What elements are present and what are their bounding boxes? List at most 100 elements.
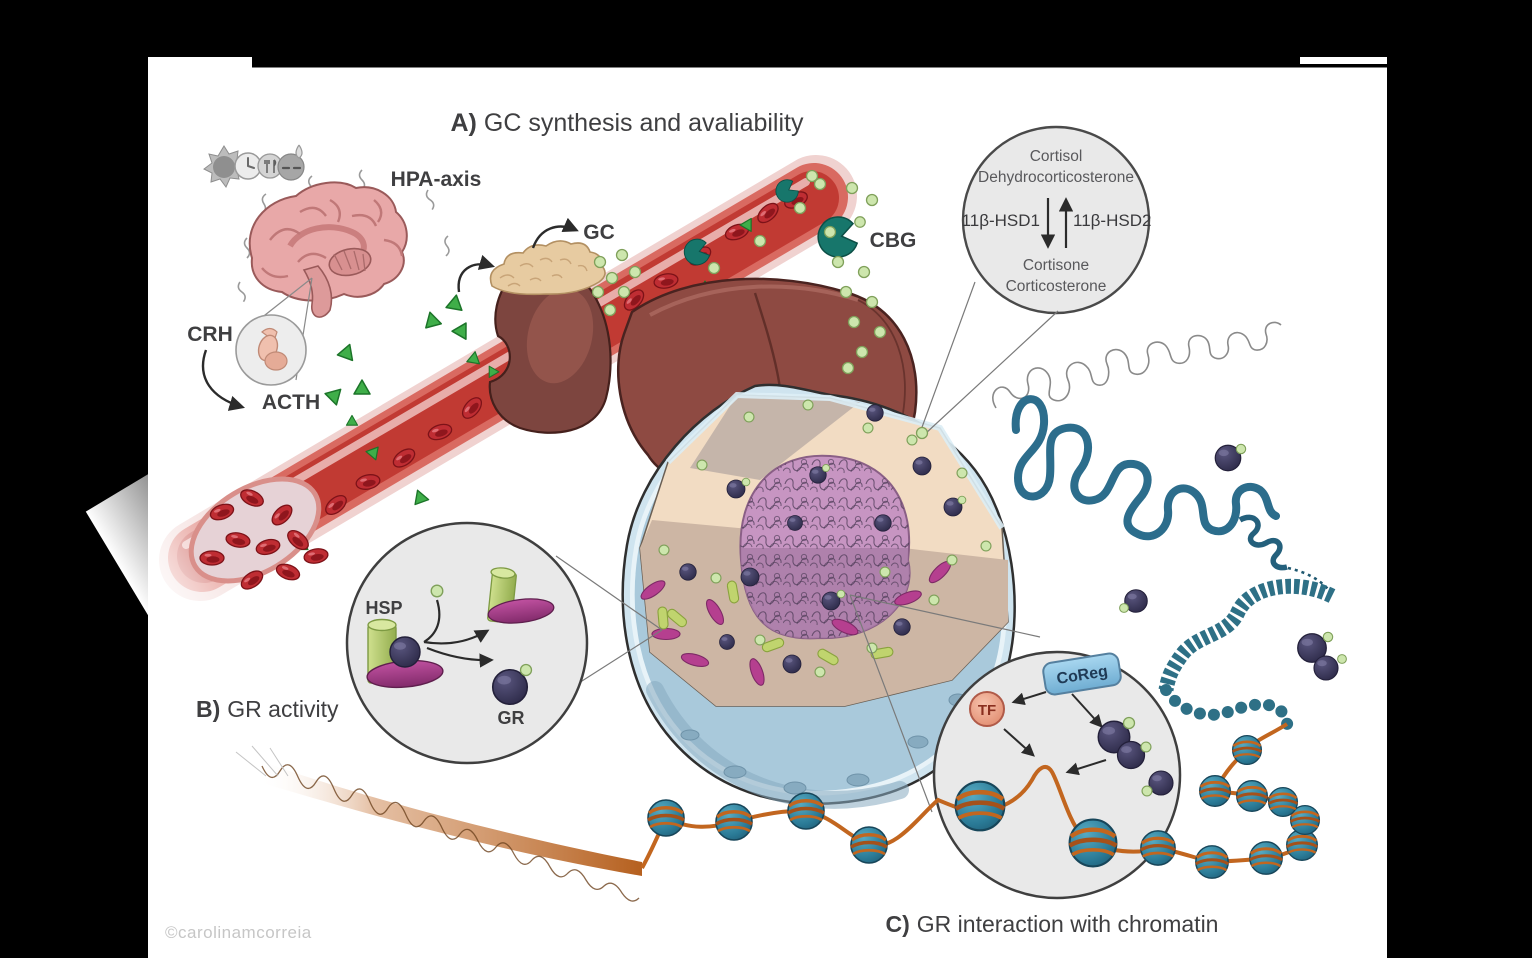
gc-molecule-icon (857, 265, 871, 279)
crh-to-acth-arrow (201, 349, 245, 411)
gr-receptor-icon (893, 618, 911, 636)
sun-icon (203, 145, 246, 188)
released-hsp (487, 567, 555, 624)
nucleosome-icon (646, 798, 686, 838)
gc-molecule-icon (793, 201, 807, 215)
gc-molecule-icon (696, 459, 708, 471)
gc-molecule-icon (831, 255, 845, 269)
gr-receptor-icon (679, 563, 697, 581)
adrenal-to-gc-arrow (531, 217, 579, 249)
gc-molecule-icon (906, 434, 918, 446)
gr-receptor-icon (866, 404, 884, 422)
acth-label: ACTH (262, 391, 320, 414)
hsd-bottom1: Cortisone (1023, 257, 1089, 274)
gc-molecule-icon (519, 663, 533, 677)
gc-molecule-icon (845, 181, 859, 195)
adrenal-gland (489, 240, 606, 296)
gc-molecule-icon (847, 315, 861, 329)
gc-molecule-icon (946, 554, 958, 566)
tf-label: TF (978, 702, 996, 719)
gr-label: GR (498, 708, 525, 728)
gc-molecule-icon (617, 285, 631, 299)
nucleosome-icon (714, 802, 754, 842)
gc-molecule-icon (753, 234, 767, 248)
gc-molecule-icon (1122, 716, 1136, 730)
nucleosome-icon (1248, 840, 1284, 876)
gr-receptor-icon (1148, 770, 1174, 796)
cerebellum-stripes (333, 250, 366, 272)
gc-molecule-icon (710, 572, 722, 584)
gc-molecule-icon (743, 411, 755, 423)
nucleosome-icon (1198, 774, 1232, 808)
nucleosome-icon (1070, 820, 1117, 867)
gc-molecule-icon (805, 169, 819, 183)
gc-molecule-icon (658, 544, 670, 556)
gc-molecule-icon (1235, 443, 1247, 455)
pituitary-posterior (264, 351, 288, 371)
gr-receptor-icon (740, 567, 760, 587)
gc-molecule-icon (1140, 741, 1152, 753)
gc-molecule-icon (956, 467, 968, 479)
top-black-strip (252, 57, 1300, 64)
gc-molecule-icon (928, 594, 940, 606)
gc-molecule-icon (823, 225, 837, 239)
brain-gyri-lines (261, 198, 404, 279)
membrane-cut-edge (665, 391, 1005, 530)
gr-receptor-icon (787, 515, 803, 531)
acth-to-adrenal-arrow (457, 254, 495, 293)
gc-molecule-icon (1322, 631, 1334, 643)
hsd-zoom-bubble: Cortisol Dehydrocorticosterone 11β-HSD1 … (962, 125, 1151, 315)
nucleosome-beads (1160, 684, 1294, 730)
nucleosome-icon (1235, 779, 1269, 813)
cell-bowl-shading (646, 681, 909, 809)
helix-strand-line (261, 764, 640, 902)
gr-receptor-icon (912, 456, 932, 476)
nucleosome-icon (849, 825, 889, 865)
gc-molecule-icon (593, 255, 607, 269)
zoom-lines-hsd (920, 281, 1059, 435)
crh-label: CRH (187, 323, 233, 346)
top-divider-line (252, 64, 1387, 68)
liver-highlight (649, 284, 859, 317)
gc-molecule-icon (615, 248, 629, 262)
hsd-top1: Cortisol (1030, 148, 1083, 165)
gc-molecule-icon (430, 584, 444, 598)
sleep-droplet-icon (277, 144, 305, 181)
gc-molecule-icon (836, 589, 846, 599)
adrenal-texture (499, 257, 588, 287)
gc-molecule-icon (802, 399, 814, 411)
interaction-arrows (1003, 691, 1107, 776)
stacked-disc-fiber (1158, 578, 1336, 692)
stressor-icons (203, 144, 305, 188)
dissociation-arrow-up (423, 629, 490, 645)
hsd-top2: Dehydrocorticosterone (978, 169, 1134, 186)
kidney-highlight (526, 288, 594, 384)
nucleosome-icon (1194, 844, 1230, 880)
clock-icon (234, 152, 262, 180)
gc-binding-curve (423, 599, 441, 643)
gr-bubble-circle (345, 521, 589, 765)
open-dna-squiggle (992, 321, 1282, 409)
gc-molecule-icon (1337, 654, 1347, 664)
nucleosome-icon (1139, 829, 1177, 867)
helix-band (252, 760, 642, 876)
kidney-adrenal (457, 217, 612, 434)
nucleosome-icon (1231, 734, 1263, 766)
hsd-bottom2: Corticosterone (1006, 278, 1107, 295)
gc-molecule-icon (1141, 785, 1153, 797)
hpa-axis-label: HPA-axis (391, 168, 482, 191)
panel-c-title: C)GR interaction with chromatin (886, 911, 1219, 937)
dna-helix (235, 745, 642, 902)
gr-activity-bubble: HSP GR (345, 521, 589, 765)
hsd1-label: 11β-HSD1 (962, 211, 1040, 230)
gr-receptor-icon (1313, 655, 1339, 681)
nucleus-chromatin-texture (740, 455, 910, 639)
rbc-icon (199, 550, 225, 566)
gc-molecule-icon (605, 271, 619, 285)
gr-receptor-icon (1116, 740, 1146, 770)
gc-molecule-icon (707, 261, 721, 275)
gr-receptor-icon (782, 654, 802, 674)
gc-molecule-icon (839, 285, 853, 299)
